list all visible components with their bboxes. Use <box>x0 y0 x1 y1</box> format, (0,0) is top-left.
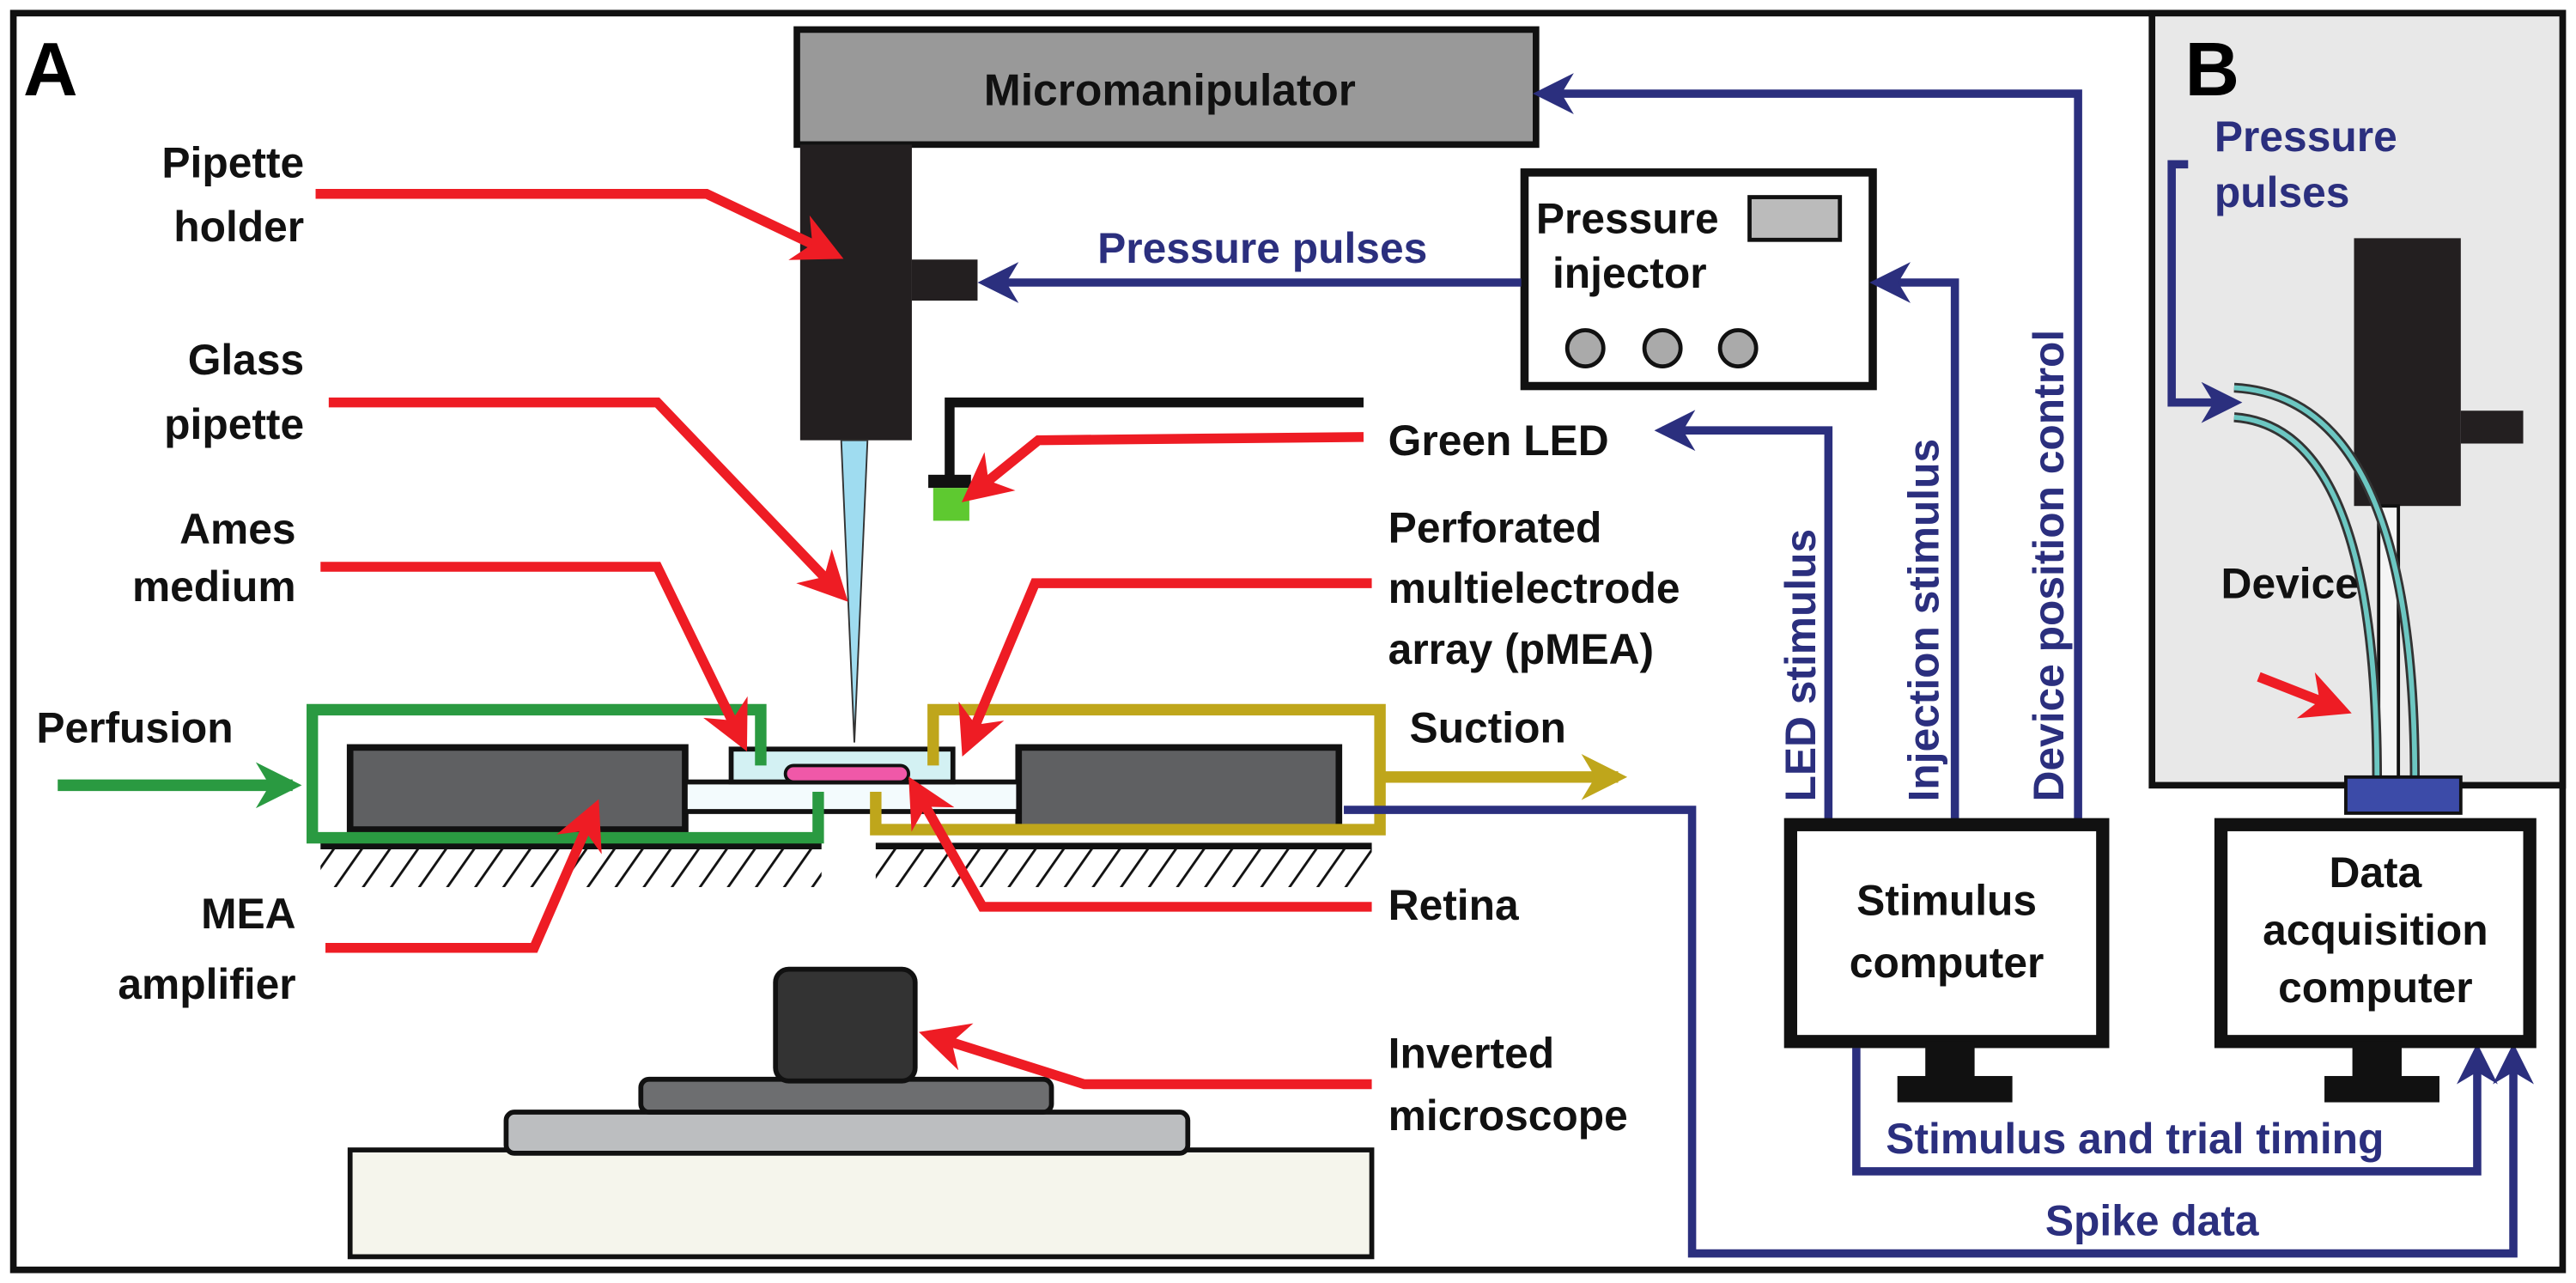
micromanipulator: Micromanipulator <box>793 26 1540 149</box>
glass-pipette-label: Glass <box>188 336 304 384</box>
panel-b-pipette-holder <box>2354 238 2524 782</box>
pointer-arrow <box>320 562 748 751</box>
pointer-arrow <box>919 1023 1372 1090</box>
pipette-holder-label: Pipette <box>161 139 304 187</box>
perfusion-tube <box>307 703 824 844</box>
svg-text:microscope: microscope <box>1388 1091 1628 1140</box>
spike-data-line <box>1344 806 2534 1258</box>
svg-text:medium: medium <box>132 562 296 611</box>
data-acquisition-computer: Data acquisition computer <box>2214 818 2537 1103</box>
retina <box>783 763 911 784</box>
pressure-pulses-label: Pressure pulses <box>1097 224 1427 272</box>
panel-b-tubes <box>2233 382 2421 781</box>
svg-text:array (pMEA): array (pMEA) <box>1388 625 1654 673</box>
stimulus-timing-label: Stimulus and trial timing <box>1886 1115 2384 1163</box>
retina-label: Retina <box>1388 881 1519 929</box>
perfusion-label: Perfusion <box>36 704 233 752</box>
pointer-arrow <box>908 776 1372 912</box>
knob-icon <box>1642 328 1683 368</box>
svg-text:Stimulus: Stimulus <box>1856 877 2037 925</box>
pointer-arrow <box>315 188 844 260</box>
led-stimulus-line <box>1654 410 1833 822</box>
injection-stimulus-line <box>1869 262 1959 822</box>
pointer-arrow <box>328 397 848 602</box>
svg-text:injector: injector <box>1552 249 1707 297</box>
device-position-control-label: Device position control <box>2025 330 2073 802</box>
green-led-label: Green LED <box>1388 417 1609 465</box>
spike-data-label: Spike data <box>2045 1197 2259 1245</box>
panel-b-pulses-label: pulses <box>2215 168 2350 216</box>
stimulus-computer: Stimulus computer <box>1783 818 2110 1103</box>
pointer-arrow <box>958 578 1372 757</box>
green-led <box>928 397 1364 521</box>
ames-medium-label: Ames <box>179 505 295 553</box>
pointer-arrow <box>2257 672 2352 719</box>
svg-text:Pressure: Pressure <box>1536 195 1719 243</box>
svg-text:Micromanipulator: Micromanipulator <box>984 64 1356 114</box>
panel-b-device <box>2344 775 2463 815</box>
svg-text:pipette: pipette <box>164 400 304 448</box>
pressure-injector: Pressure injector <box>1520 168 1877 391</box>
outer-frame <box>9 9 2567 1274</box>
knob-icon <box>1717 328 1759 368</box>
panel-a-letter: A <box>23 27 78 112</box>
pointer-arrow <box>325 799 602 953</box>
svg-text:computer: computer <box>1850 939 2044 987</box>
pmea-label: Perforated <box>1388 503 1602 551</box>
svg-text:amplifier: amplifier <box>118 960 295 1008</box>
svg-text:acquisition: acquisition <box>2263 906 2488 954</box>
svg-text:Data: Data <box>2329 848 2421 897</box>
knob-icon <box>1564 328 1606 368</box>
svg-text:holder: holder <box>173 203 304 251</box>
inverted-microscope-label: Inverted <box>1388 1029 1554 1077</box>
mea-stage <box>320 744 1372 887</box>
panel-b-letter: B <box>2184 27 2239 112</box>
panel-b-pressure-label: Pressure <box>2215 112 2397 161</box>
svg-text:multielectrode: multielectrode <box>1388 564 1680 612</box>
mea-amplifier-label: MEA <box>201 890 295 938</box>
suction-tube <box>870 703 1386 836</box>
device-position-control-line <box>1533 73 2082 822</box>
panel-b-pressure-line <box>2167 160 2243 423</box>
pipette-holder <box>799 144 978 441</box>
pointer-arrow <box>961 432 1364 502</box>
panel-b-device-label: Device <box>2221 559 2359 607</box>
stimulus-timing-line <box>1852 1043 2498 1176</box>
inverted-microscope <box>347 966 1375 1260</box>
svg-text:computer: computer <box>2278 964 2473 1012</box>
suction-label: Suction <box>1410 704 1566 752</box>
led-stimulus-label: LED stimulus <box>1777 529 1825 802</box>
injection-stimulus-label: Injection stimulus <box>1900 439 1948 802</box>
